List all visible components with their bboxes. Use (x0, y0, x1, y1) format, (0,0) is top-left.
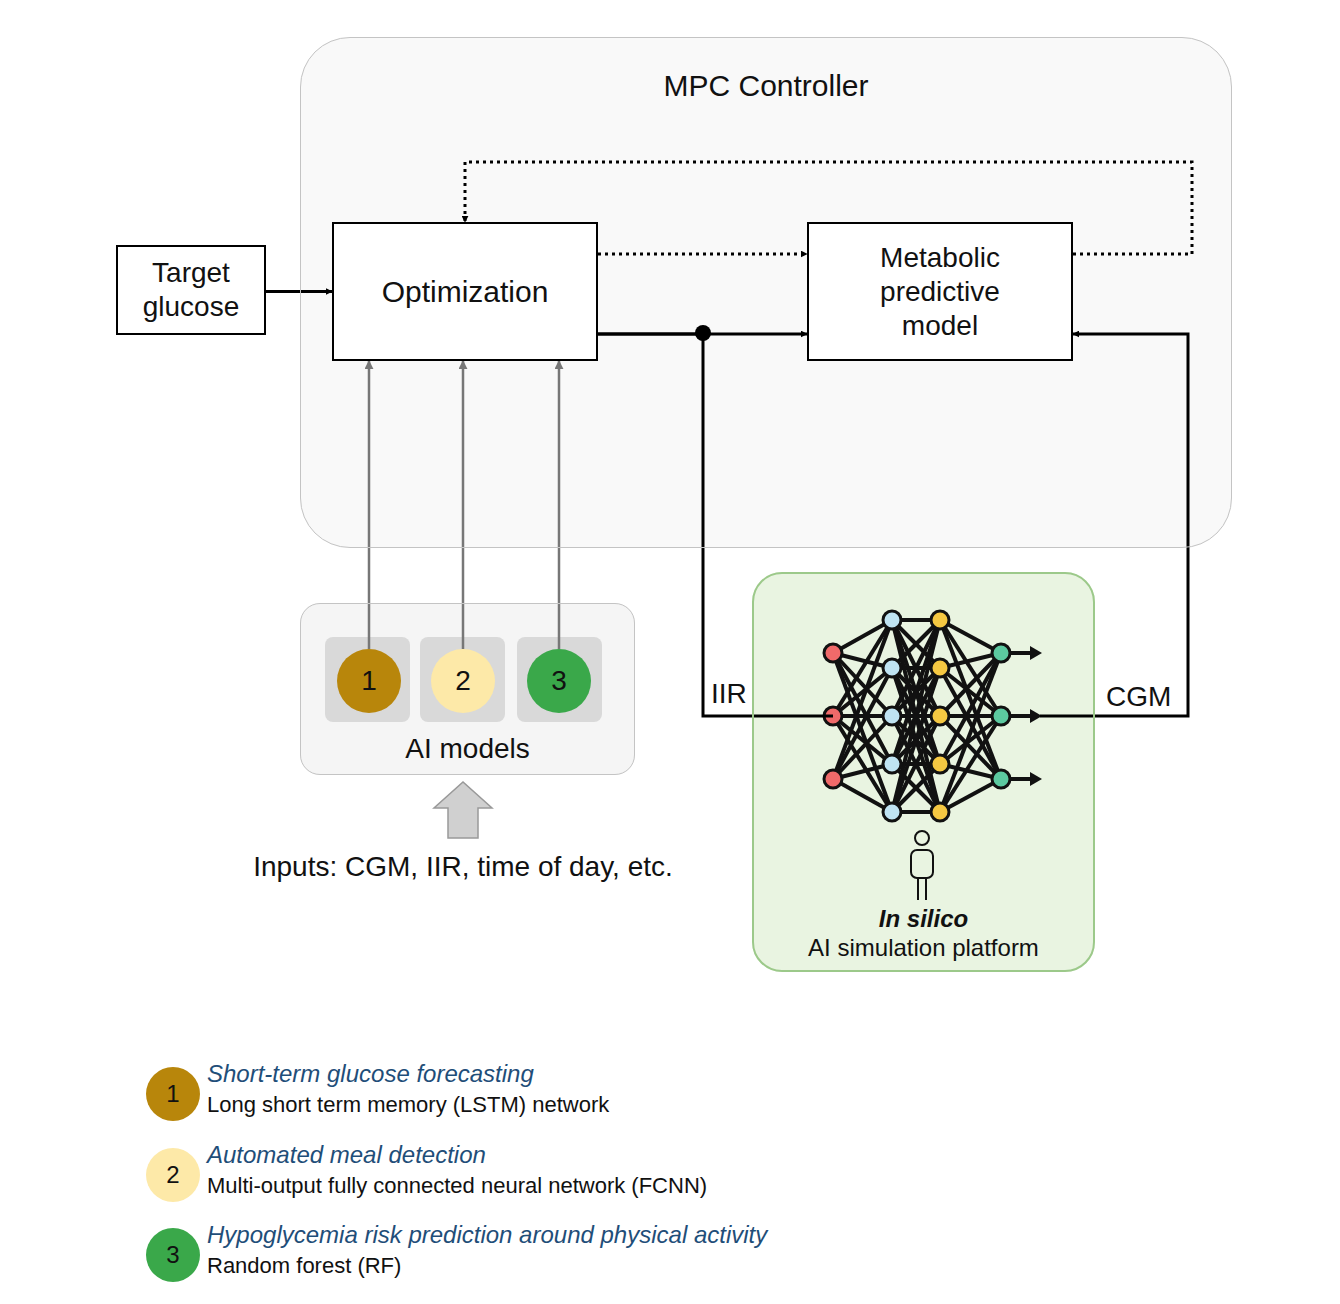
node-text: 2 (455, 664, 471, 698)
input-arrow-line (558, 361, 561, 649)
net-link (833, 668, 892, 716)
net-neuron (883, 659, 901, 677)
sim-fill (752, 572, 1095, 972)
signal-label: IIR (709, 678, 749, 710)
model-circle: 3 (527, 649, 591, 713)
simulation-platform: In silicoAI simulation platform (752, 572, 1095, 972)
net-neuron (931, 755, 949, 773)
legend-swatch: 3 (146, 1228, 200, 1282)
text-holder: AI models (301, 732, 634, 766)
legend-description: Long short term memory (LSTM) network (207, 1091, 609, 1119)
node-text: 3 (551, 664, 567, 698)
process-box: Optimization (332, 222, 598, 361)
legend-swatch: 1 (146, 1067, 200, 1121)
input-arrow-line (368, 361, 371, 649)
legend-title: Hypoglycemia risk prediction around phys… (207, 1221, 767, 1249)
net-neuron (931, 803, 949, 821)
slot (325, 637, 410, 722)
net-out-head (1030, 772, 1042, 786)
node-text: Target glucose (126, 256, 256, 324)
legend-description: Random forest (RF) (207, 1252, 401, 1280)
legend-title: Short-term glucose forecasting (207, 1060, 534, 1088)
node-text: MPC Controller (663, 68, 868, 104)
net-neuron (883, 803, 901, 821)
iir-wire (752, 715, 833, 718)
callout-number: 1 (166, 1080, 179, 1108)
text-holder: MPC Controller (301, 68, 1231, 104)
signal-line (598, 334, 752, 716)
process-box: Target glucose (116, 245, 266, 335)
legend-title: Automated meal detection (207, 1141, 486, 1169)
net-neuron (883, 755, 901, 773)
node-text: AI models (405, 732, 530, 766)
input-arrow-line (462, 361, 465, 649)
node-text: AI simulation platform (808, 933, 1039, 962)
net-neuron (824, 770, 842, 788)
callout-number: 3 (166, 1241, 179, 1269)
text-holder: In silicoAI simulation platform (754, 904, 1093, 962)
cgm-wire (1040, 715, 1095, 718)
node-text: 1 (361, 664, 377, 698)
legend-swatch: 2 (146, 1148, 200, 1202)
net-neuron (824, 644, 842, 662)
net-link (892, 668, 940, 812)
input-arrow (434, 782, 492, 838)
model-group: AI models 1 2 3 (300, 603, 635, 775)
model-circle: 2 (431, 649, 495, 713)
net-neuron (992, 770, 1010, 788)
net-neuron (992, 707, 1010, 725)
process-box: Metabolic predictive model (807, 222, 1073, 361)
controller-region: MPC ControllerOptimization Metabolic pred… (300, 37, 1232, 548)
callout-number: 2 (166, 1161, 179, 1189)
input-note: Inputs: CGM, IIR, time of day, etc. (253, 850, 673, 884)
net-link (833, 620, 892, 779)
net-neuron (883, 611, 901, 629)
net-neuron (992, 644, 1010, 662)
ai-fill (300, 603, 635, 775)
person-icon (911, 831, 933, 900)
net-neuron (931, 611, 949, 629)
net-link (940, 716, 1001, 764)
net-neuron (883, 707, 901, 725)
mpc-fill (300, 37, 1232, 548)
node-text: In silico (879, 904, 968, 933)
net-link (833, 653, 892, 812)
signal-label: CGM (1104, 681, 1173, 713)
net-neuron (931, 659, 949, 677)
legend-description: Multi-output fully connected neural netw… (207, 1172, 707, 1200)
slot (517, 637, 602, 722)
slot (420, 637, 505, 722)
signal-line (1073, 334, 1188, 716)
node-text: Optimization (382, 274, 549, 310)
net-out-head (1030, 646, 1042, 660)
node-text: Metabolic predictive model (850, 241, 1030, 343)
net-neuron (931, 707, 949, 725)
net-link (940, 653, 1001, 812)
net-link (940, 620, 1001, 779)
neural-network-icon (824, 611, 1042, 821)
signal-line (266, 290, 332, 293)
signal-line (598, 253, 807, 256)
model-circle: 1 (337, 649, 401, 713)
